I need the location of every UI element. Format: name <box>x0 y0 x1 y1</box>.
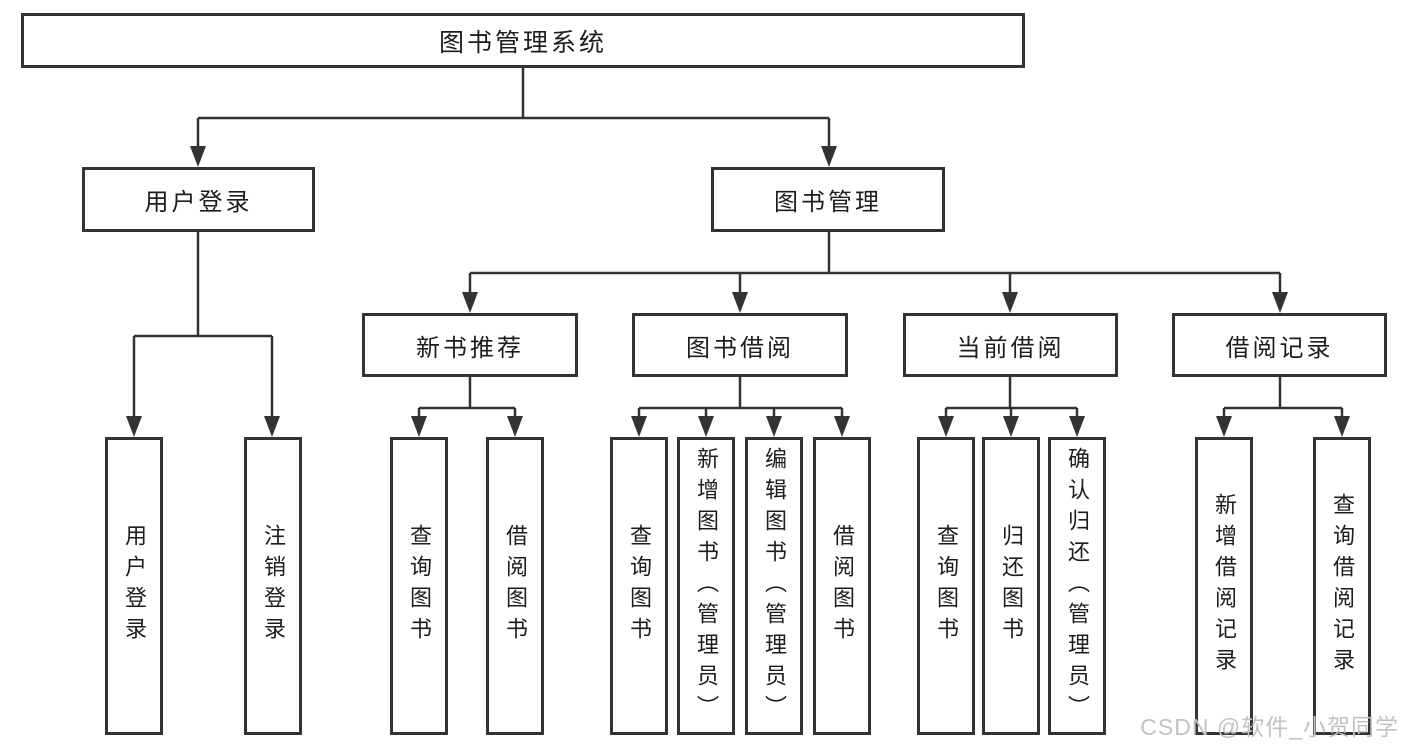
csdn-watermark: CSDN @软件_小贺同学 <box>1140 714 1399 740</box>
arrow-down-icon <box>411 416 427 437</box>
arrow-down-icon <box>834 416 850 437</box>
arrow-down-icon <box>766 416 782 437</box>
leaf-logout: 注销登录 <box>244 437 302 735</box>
leaf-add-borrow-record: 新增借阅记录 <box>1195 437 1253 735</box>
leaf-edit-book-admin: 编辑图书（管理员） <box>745 437 803 735</box>
arrow-down-icon <box>1003 416 1019 437</box>
arrow-down-icon <box>1069 416 1085 437</box>
arrow-down-icon <box>631 416 647 437</box>
node-current-borrow: 当前借阅 <box>903 313 1118 377</box>
arrow-down-icon <box>264 416 280 437</box>
arrow-down-icon <box>1272 292 1288 313</box>
leaf-borrow-book-recommend: 借阅图书 <box>486 437 544 735</box>
leaf-return-book: 归还图书 <box>982 437 1040 735</box>
arrow-down-icon <box>126 416 142 437</box>
leaf-query-book-borrow: 查询图书 <box>610 437 668 735</box>
node-user-login: 用户登录 <box>82 167 315 232</box>
arrow-down-icon <box>190 146 206 167</box>
leaf-query-book-current: 查询图书 <box>917 437 975 735</box>
arrowheads <box>126 146 1350 437</box>
leaf-user-login: 用户登录 <box>105 437 163 735</box>
leaf-add-book-admin: 新增图书（管理员） <box>677 437 735 735</box>
leaf-borrow-book: 借阅图书 <box>813 437 871 735</box>
node-book-borrow: 图书借阅 <box>632 313 848 377</box>
arrow-down-icon <box>698 416 714 437</box>
leaf-query-book-recommend: 查询图书 <box>390 437 448 735</box>
connector-path <box>132 68 1344 419</box>
node-book-management: 图书管理 <box>711 167 945 232</box>
arrow-down-icon <box>732 292 748 313</box>
arrow-down-icon <box>1216 416 1232 437</box>
leaf-query-borrow-record: 查询借阅记录 <box>1313 437 1371 735</box>
arrow-down-icon <box>938 416 954 437</box>
arrow-down-icon <box>1002 292 1018 313</box>
node-library-management-system: 图书管理系统 <box>21 13 1025 68</box>
arrow-down-icon <box>1334 416 1350 437</box>
arrow-down-icon <box>507 416 523 437</box>
node-new-book-recommend: 新书推荐 <box>362 313 578 377</box>
node-borrow-records: 借阅记录 <box>1172 313 1387 377</box>
arrow-down-icon <box>462 292 478 313</box>
leaf-confirm-return-admin: 确认归还（管理员） <box>1048 437 1106 735</box>
arrow-down-icon <box>821 146 837 167</box>
